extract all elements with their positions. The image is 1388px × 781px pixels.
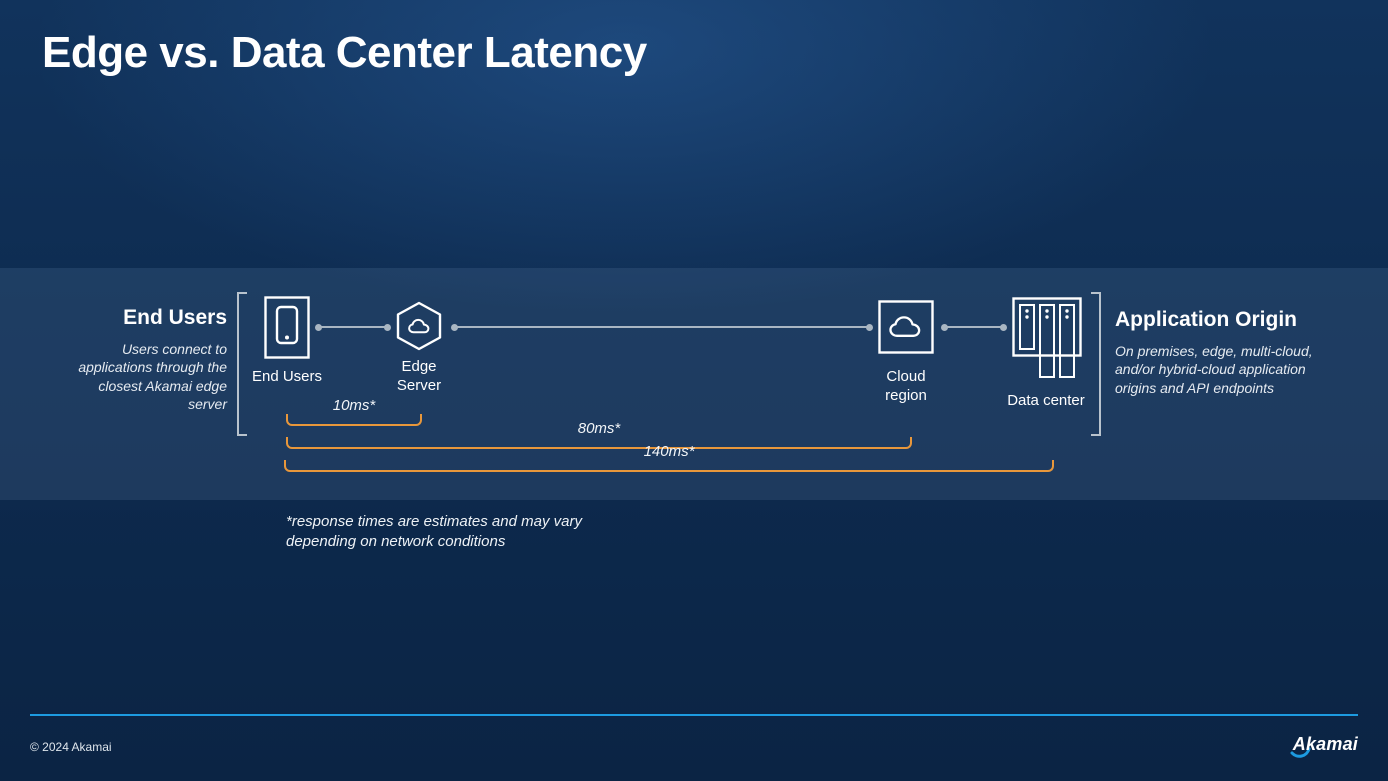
application-origin-panel: Application Origin On premises, edge, mu…: [1115, 308, 1337, 397]
slide-title: Edge vs. Data Center Latency: [42, 28, 647, 77]
latency-label-datacenter: 140ms*: [643, 443, 695, 460]
akamai-logo: Akamai: [1290, 734, 1358, 760]
hexagon-cloud-icon: [394, 301, 444, 351]
data-center-node-label: Data center: [1007, 392, 1085, 409]
copyright: © 2024 Akamai: [30, 740, 112, 754]
server-rack-icon: [1012, 297, 1082, 385]
latency-label-edge: 10ms*: [332, 397, 376, 414]
akamai-logo-text: Akamai: [1292, 734, 1358, 754]
application-origin-panel-title: Application Origin: [1115, 308, 1297, 331]
smartphone-icon: [264, 296, 310, 359]
connector-cloud-to-datacenter: [941, 323, 1007, 331]
cloud-region-node-label: Cloud region: [885, 368, 927, 404]
footnote: *response times are estimates and may va…: [286, 513, 582, 550]
left-bracket: [237, 292, 247, 436]
application-origin-panel-description: On premises, edge, multi-cloud, and/or h…: [1115, 343, 1313, 396]
latency-label-cloud: 80ms*: [577, 420, 621, 437]
end-users-panel-title: End Users: [123, 306, 227, 329]
end-users-panel: End Users Users connect to applications …: [72, 306, 227, 414]
latency-bracket-cloud: 80ms*: [286, 420, 912, 449]
edge-server-node-label: Edge Server: [396, 358, 442, 394]
connector-edge-to-cloud: [451, 323, 873, 331]
connector-end-users-to-edge: [315, 323, 391, 331]
diagram-band: [0, 268, 1388, 500]
latency-bracket-edge: 10ms*: [286, 397, 422, 426]
latency-bracket-datacenter: 140ms*: [284, 443, 1054, 472]
right-bracket: [1091, 292, 1101, 436]
cloud-box-icon: [878, 300, 934, 354]
end-users-node-label: End Users: [251, 368, 323, 385]
end-users-panel-description: Users connect to applications through th…: [78, 341, 227, 413]
akamai-swoosh-icon: [1290, 747, 1311, 758]
footer-divider: [30, 714, 1358, 716]
